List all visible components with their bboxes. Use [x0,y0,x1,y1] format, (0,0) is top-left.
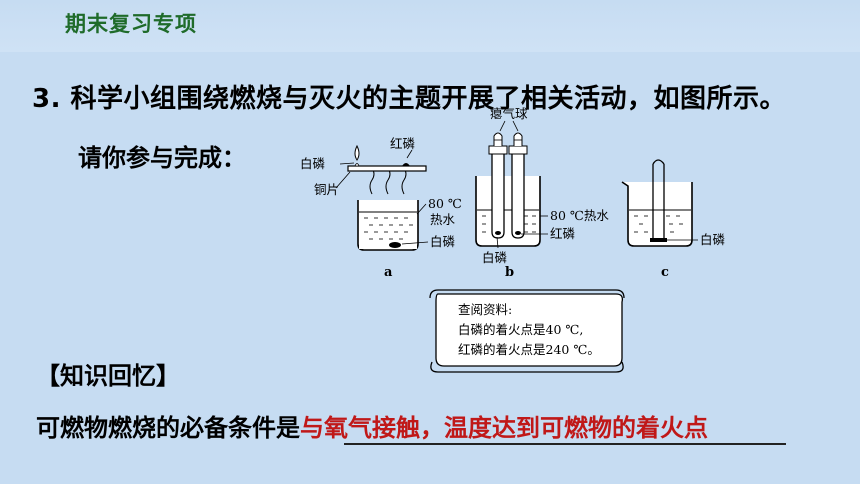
header-title: 期末复习专项 [65,12,197,36]
letter-a: a [384,265,393,280]
label-a-copper: 铜片 [314,182,339,197]
label-b-red-p: 红磷 [550,226,576,241]
note-line-1: 白磷的着火点是40 ℃, [458,322,583,337]
label-a-water: 热水 [430,212,456,227]
letter-c: c [661,265,669,280]
apparatus-b: 瘪气球 80 ℃热水 红磷 白磷 b [475,106,609,280]
note-title: 查阅资料: [458,302,512,317]
label-b-hot-water: 80 ℃热水 [550,208,609,223]
apparatus-a: 白磷 红磷 铜片 80 ℃ 热水 白磷 a [300,136,462,280]
fill-in-line: 可燃物燃烧的必备条件是与氧气接触，温度达到可燃物的着火点 [36,408,708,443]
label-a-white-p-bottom: 白磷 [430,234,456,249]
apparatus-c: 白磷 c [621,159,726,280]
label-a-red-p: 红磷 [390,136,416,151]
reference-note: 查阅资料: 白磷的着火点是40 ℃, 红磷的着火点是240 ℃。 [429,289,625,373]
section-title: 【知识回忆】 [36,362,180,390]
note-line-2: 红磷的着火点是240 ℃。 [458,342,600,357]
question-text: 3. 科学小组围绕燃烧与灭火的主题开展了相关活动，如图所示。 [32,84,787,114]
experiment-diagram: 白磷 红磷 铜片 80 ℃ 热水 白磷 a [300,106,726,373]
fill-stem: 可燃物燃烧的必备条件是 [36,414,300,442]
header-bar: 期末复习专项 [0,0,860,52]
label-b-white-p: 白磷 [482,250,508,265]
label-c-white-p: 白磷 [700,232,726,247]
prompt-text: 请你参与完成： [78,144,246,172]
letter-b: b [505,265,514,280]
label-a-white-p-top: 白磷 [300,156,326,171]
label-a-temp: 80 ℃ [428,196,462,211]
experiment-figure: 白磷 红磷 铜片 80 ℃ 热水 白磷 a [300,104,740,384]
fill-answer: 与氧气接触，温度达到可燃物的着火点 [300,414,708,442]
label-b-balloon: 瘪气球 [490,106,528,121]
answer-underline [344,443,786,445]
